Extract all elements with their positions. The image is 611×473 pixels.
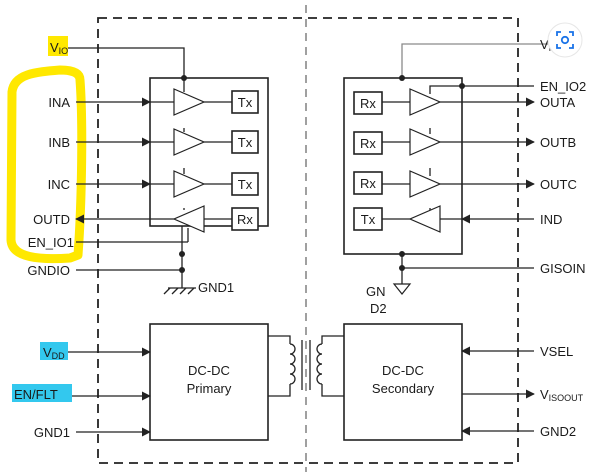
gnd1-internal-label: GND1 [198,280,234,295]
tx-label-a: Tx [238,95,253,110]
pin-vio: VIO [50,40,68,56]
buffer-inb [173,128,206,156]
pin-outa: OUTA [540,95,575,110]
pin-visoout: VISOOUT [540,387,584,403]
dcdc-primary-title: DC-DC [188,363,230,378]
dcdc-primary-subtitle: Primary [187,381,232,396]
rx-label-b: Rx [360,136,376,151]
gnd2-internal-label-bottom: D2 [370,301,387,316]
visual-search-button[interactable] [547,22,583,58]
cyan-highlight-enflt [12,384,72,402]
tx-label-c: Tx [238,177,253,192]
rx-label-c: Rx [360,176,376,191]
gnd2-internal-label-top: GN [366,284,386,299]
yellow-highlight-vio [48,36,68,56]
pin-outc: OUTC [540,177,577,192]
pin-outd: OUTD [33,212,70,227]
dcdc-primary-block [149,323,269,441]
yellow-highlight-bracket [6,65,87,264]
pin-en-io2: EN_IO2 [540,79,586,94]
buffer-outd [172,205,205,233]
visual-search-icon [556,31,574,49]
pin-gnd1: GND1 [34,425,70,440]
buffer-outc [409,170,442,198]
ground-symbol-right [392,283,412,295]
buffer-ind [408,205,441,233]
dcdc-secondary-title: DC-DC [382,363,424,378]
tx-label-b: Tx [238,135,253,150]
pin-en-io1: EN_IO1 [28,235,74,250]
package-outline [97,17,519,464]
rx-label-d: Rx [237,212,253,227]
pin-outb: OUTB [540,135,576,150]
pin-ina: INA [48,95,70,110]
pin-gisoin: GISOIN [540,261,586,276]
pin-vdd: VDD [43,345,65,361]
pin-gndio: GNDIO [27,263,70,278]
dcdc-secondary-subtitle: Secondary [372,381,435,396]
pin-en-flt: EN/FLT [14,387,58,402]
buffer-inc [173,170,206,198]
pin-inb: INB [48,135,70,150]
buffer-ina [173,88,206,116]
cyan-highlight-vdd [40,342,68,360]
pin-gnd2: GND2 [540,424,576,439]
rx-label-a: Rx [360,96,376,111]
isolation-transformer [268,335,344,397]
buffer-outa [409,88,442,116]
buffer-outb [409,128,442,156]
pin-vsel: VSEL [540,344,573,359]
dcdc-secondary-block [343,323,463,441]
pin-inc: INC [48,177,70,192]
pin-ind: IND [540,212,562,227]
tx-label-d: Tx [361,212,376,227]
